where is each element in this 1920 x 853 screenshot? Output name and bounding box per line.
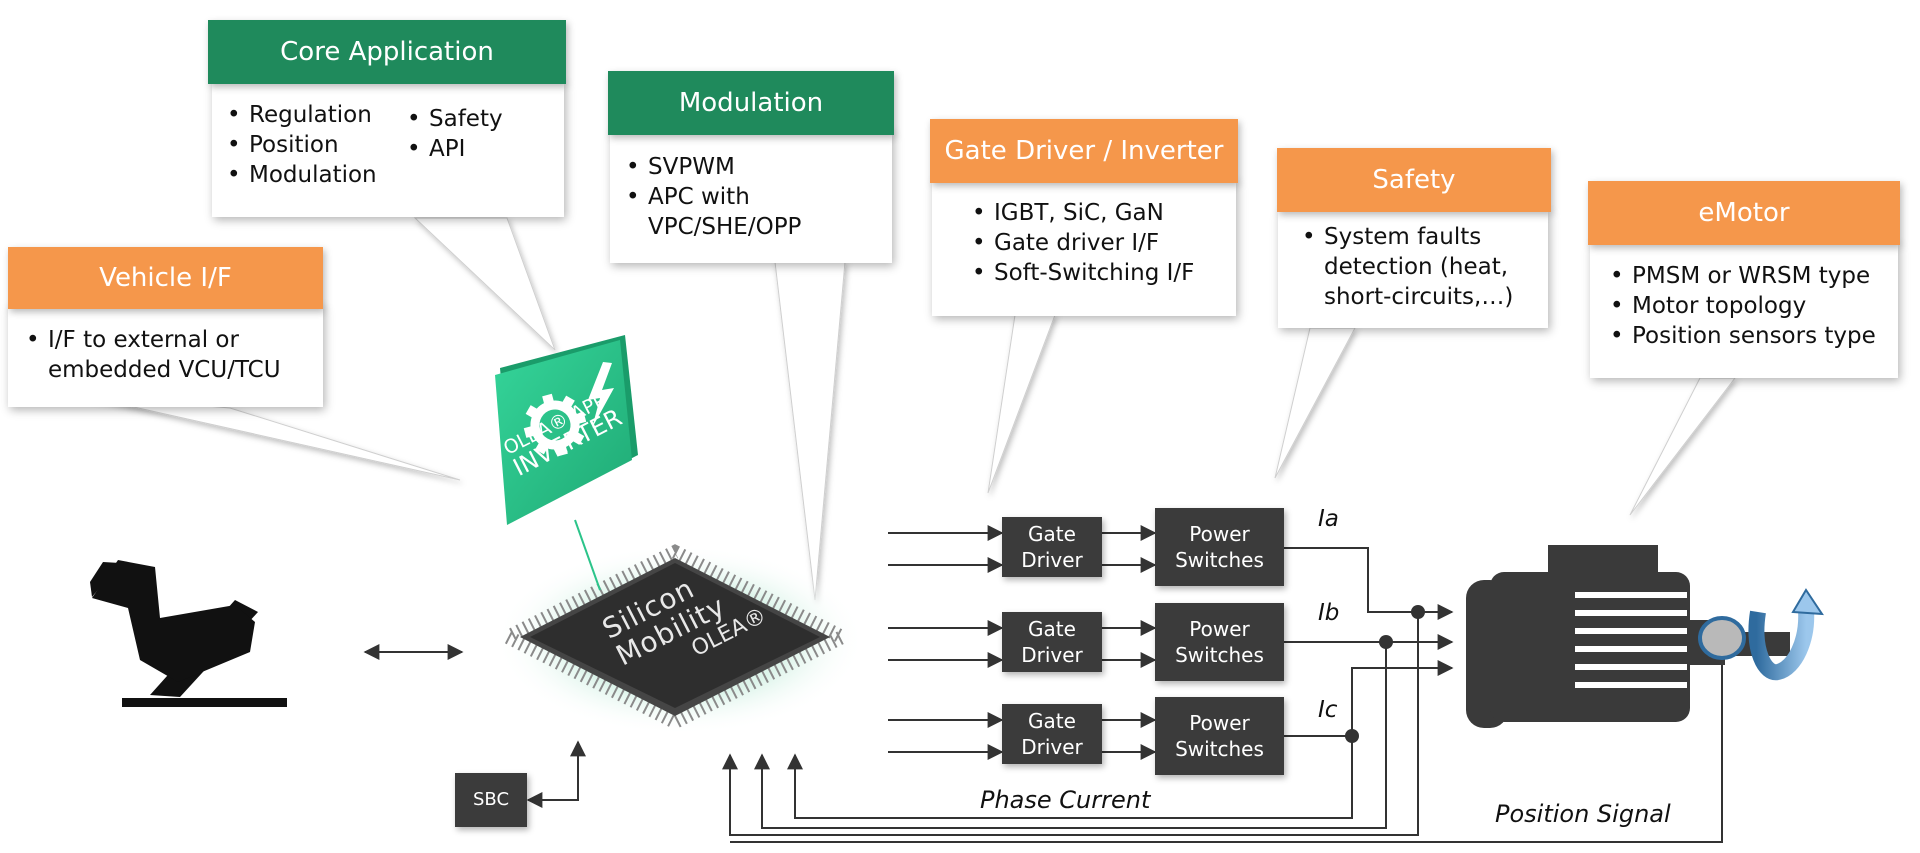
vehicle-if-header: Vehicle I/F [8,247,323,309]
list-item: Modulation [227,160,397,190]
power-switches-label-2: Switches [1175,548,1264,572]
power-switches-label-1: Power [1189,711,1250,735]
pointer-vehicle-if [79,394,461,481]
core-application-items-right: Safety API [407,104,557,164]
safety-items: System faults detection (heat, short-cir… [1302,222,1542,312]
list-item: Regulation [227,100,397,130]
list-item: PMSM or WRSM type [1610,261,1895,291]
modulation-callout: SVPWM APC with VPC/SHE/OPP [610,130,892,263]
phase-current-feedback-b [754,642,1387,829]
lightning-icon [588,362,614,428]
sbc-box: SBC [455,773,527,827]
junction-dot [1379,635,1393,649]
phase-a-label: Ia [1318,506,1339,532]
pointer-modulation [774,261,846,601]
phase-current-feedback-c [787,736,1353,819]
gate-driver-label-2: Driver [1021,548,1083,572]
core-application-header: Core Application [208,20,566,84]
junction-dot [1345,729,1359,743]
list-item: Gate driver I/F [972,228,1232,258]
list-item: IGBT, SiC, GaN [972,198,1232,228]
phase-current-feedback-a [722,612,1419,836]
gate-driver-label-1: Gate [1028,522,1076,546]
core-application-callout: Regulation Position Modulation Safety AP… [212,82,564,217]
list-item: I/F to external or embedded VCU/TCU [26,325,316,385]
phase-b-label: Ib [1318,600,1340,626]
modulation-items: SVPWM APC with VPC/SHE/OPP [626,152,886,242]
tile-connector [574,519,601,591]
phase-c-label: Ic [1318,697,1338,723]
list-item: Position sensors type [1610,321,1895,351]
junction-dots [1345,605,1425,743]
pointer-gate-driver [987,314,1056,494]
list-item: APC with VPC/SHE/OPP [626,182,886,242]
chip-pins [492,544,858,730]
junction-dot [1411,605,1425,619]
gate-driver-label-2: Driver [1021,643,1083,667]
emotor-items: PMSM or WRSM type Motor topology Positio… [1610,261,1895,351]
power-switches-label-1: Power [1189,617,1250,641]
core-application-items-left: Regulation Position Modulation [227,100,397,190]
gate-driver-inverter-items: IGBT, SiC, GaN Gate driver I/F Soft-Swit… [972,198,1232,288]
gear-icon [523,393,587,457]
power-switches-label-2: Switches [1175,643,1264,667]
safety-header: Safety [1277,148,1551,212]
emotor-header: eMotor [1588,181,1900,245]
power-switches-label-2: Switches [1175,737,1264,761]
pointer-safety [1274,327,1356,479]
phase-c-line [1284,660,1454,737]
gate-driver-inverter-header: Gate Driver / Inverter [930,119,1238,183]
list-item: System faults detection (heat, short-cir… [1302,222,1542,312]
vehicle-if-items: I/F to external or embedded VCU/TCU [26,325,316,385]
position-sensor-icon [1698,616,1746,660]
pointer-core-application [413,217,556,351]
gate-driver-inverter-callout: IGBT, SiC, GaN Gate driver I/F Soft-Swit… [932,180,1236,316]
olea-chip [492,519,865,735]
position-signal-label: Position Signal [1495,800,1671,828]
list-item: API [407,134,557,164]
pedal-icon [90,560,287,707]
list-item: Safety [407,104,557,134]
motor-icon [1466,545,1790,728]
gate-driver-label-1: Gate [1028,709,1076,733]
list-item: Motor topology [1610,291,1895,321]
power-switches-label-1: Power [1189,522,1250,546]
phase-current-label: Phase Current [980,786,1151,814]
gate-driver-label-1: Gate [1028,617,1076,641]
pointer-emotor [1629,377,1737,516]
rotation-arrow-icon [1748,588,1824,681]
safety-callout: System faults detection (heat, short-cir… [1278,210,1548,328]
emotor-callout: PMSM or WRSM type Motor topology Positio… [1590,243,1898,378]
modulation-header: Modulation [608,71,894,135]
signal-wiring [363,525,1723,843]
vehicle-if-callout: I/F to external or embedded VCU/TCU [8,305,323,407]
phase-a-line [1284,547,1454,620]
list-item: SVPWM [626,152,886,182]
sbc-chip-link [526,740,586,808]
list-item: Soft-Switching I/F [972,258,1232,288]
gate-driver-label-2: Driver [1021,735,1083,759]
position-signal-line [730,650,1723,843]
list-item: Position [227,130,397,160]
